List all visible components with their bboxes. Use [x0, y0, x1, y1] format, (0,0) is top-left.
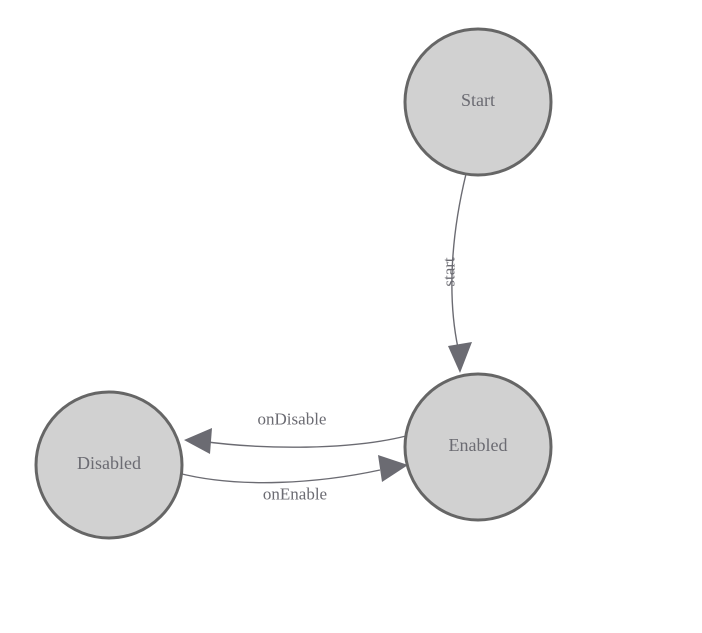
edge-disabled-to-enabled[interactable]: onEnable	[177, 455, 408, 504]
node-enabled[interactable]: Enabled	[403, 372, 553, 522]
node-start-circle[interactable]	[403, 27, 553, 177]
node-disabled[interactable]: Disabled	[34, 390, 184, 540]
node-disabled-label: Disabled	[77, 453, 141, 473]
edge-start-to-enabled-arrowhead	[448, 342, 472, 373]
edge-label-on-enable: onEnable	[263, 485, 327, 504]
node-enabled-label: Enabled	[449, 435, 508, 455]
edge-start-to-enabled-path	[451, 173, 467, 349]
edge-enabled-to-disabled-arrowhead	[184, 428, 212, 454]
edge-start-to-enabled[interactable]: start	[440, 173, 473, 373]
edge-enabled-to-disabled-path	[199, 435, 407, 448]
node-disabled-circle[interactable]	[34, 390, 184, 540]
edge-disabled-to-enabled-path	[177, 469, 381, 484]
node-start-label: Start	[461, 90, 495, 110]
edge-label-on-disable: onDisable	[258, 410, 327, 429]
edge-disabled-to-enabled-arrowhead	[378, 455, 408, 482]
edge-label-start: start	[440, 257, 459, 287]
node-enabled-circle[interactable]	[403, 372, 553, 522]
node-start[interactable]: Start	[403, 27, 553, 177]
edge-enabled-to-disabled[interactable]: onDisable	[184, 410, 407, 455]
